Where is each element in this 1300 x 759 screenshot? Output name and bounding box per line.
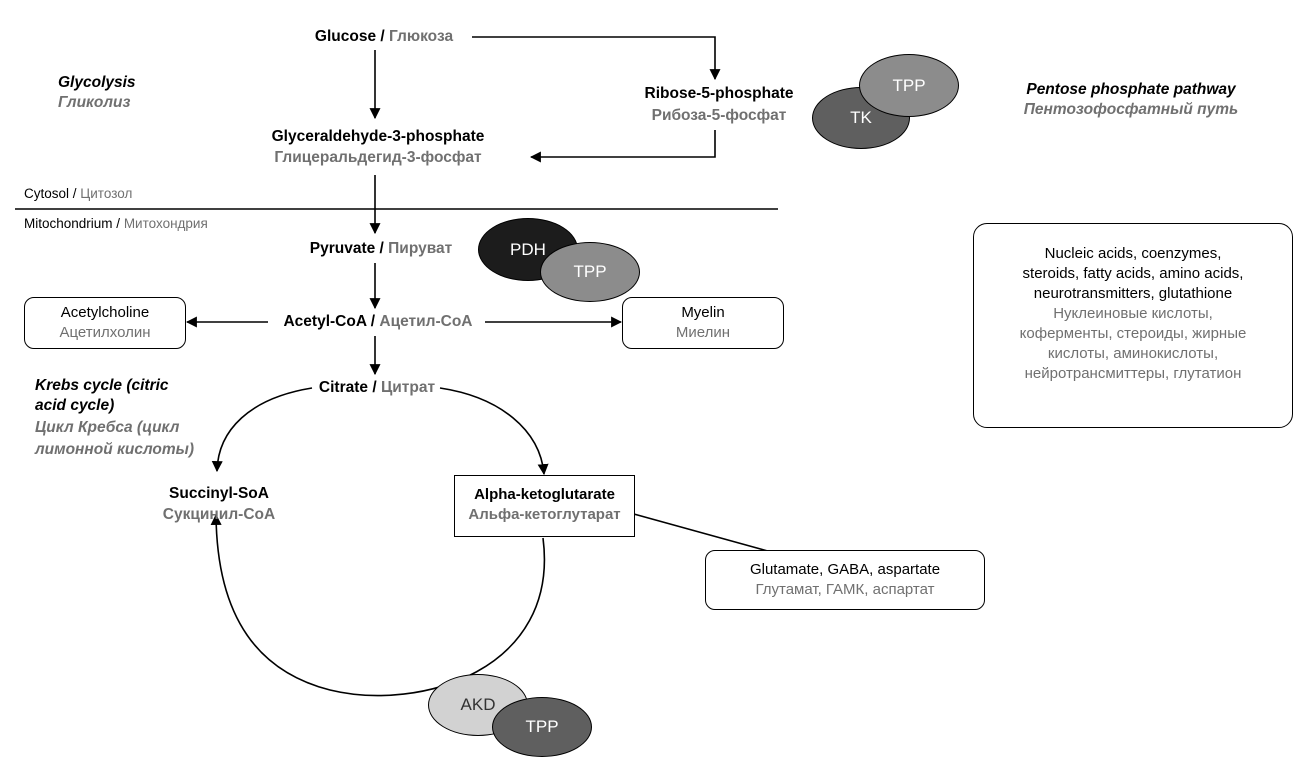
nucleic-ru-line: коферменты, стероиды, жирные [1019, 325, 1247, 342]
arrow-citrate-to-succinyl [211, 387, 313, 473]
arrow-akg-to-succinyl [210, 513, 546, 697]
nucleic-ru-line: кислоты, аминокислоты, [1047, 345, 1219, 362]
glucose-node: Glucose / Глюкоза [314, 28, 454, 45]
arrow-citrate-to-akg [439, 387, 549, 476]
krebs-label-en-2: acid cycle) [35, 397, 115, 414]
nucleic-en-line: steroids, fatty acids, amino acids, [1022, 265, 1244, 282]
tk-enzyme: TK [812, 87, 910, 149]
nucleic-en-line: neurotransmitters, glutathione [1033, 285, 1233, 302]
mitochondrium-label: Mitochondrium / Митохондрия [24, 216, 208, 231]
arrow-glucose-to-ribose [472, 36, 721, 81]
g3p-node-ru: Глицеральдегид-3-фосфат [274, 149, 482, 166]
tpp-cofactor-pdh: TPP [540, 242, 640, 302]
succinyl-node-en: Succinyl-SoA [169, 485, 269, 502]
nucleic-acids-box: Nucleic acids, coenzymes, steroids, fatt… [973, 223, 1293, 428]
g3p-node-en: Glyceraldehyde-3-phosphate [271, 128, 485, 145]
arrow-ribose-to-g3p [529, 130, 716, 163]
cytosol-label: Cytosol / Цитозол [24, 186, 133, 201]
ribose-node-ru: Рибоза-5-фосфат [651, 107, 787, 124]
acetylcholine-box: Acetylcholine Ацетилхолин [24, 297, 186, 349]
ppp-label-en: Pentose phosphate pathway [1026, 81, 1236, 98]
krebs-label-en-1: Krebs cycle (citric [35, 377, 169, 394]
tpp-cofactor-akd: TPP [492, 697, 592, 757]
krebs-label-ru-1: Цикл Кребса (цикл [35, 419, 180, 436]
acetylcoa-node: Acetyl-CoA / Ацетил-CoA [283, 313, 473, 330]
pyruvate-node: Pyruvate / Пируват [309, 240, 453, 257]
glutamate-box: Glutamate, GABA, aspartate Глутамат, ГАМ… [705, 550, 985, 610]
citrate-node: Citrate / Цитрат [318, 379, 436, 396]
myelin-box: Myelin Миелин [622, 297, 784, 349]
nucleic-ru-line: нейротрансмиттеры, глутатион [1024, 365, 1242, 382]
ribose-node-en: Ribose-5-phosphate [644, 85, 794, 102]
succinyl-node-ru: Сукцинил-CoA [162, 506, 276, 523]
nucleic-en-line: Nucleic acids, coenzymes, [1044, 245, 1222, 262]
krebs-label-ru-2: лимонной кислоты) [35, 441, 195, 458]
akg-box: Alpha-ketoglutarate Альфа-кетоглутарат [454, 475, 635, 537]
tpp-cofactor-ppp: TPP [859, 54, 959, 117]
ppp-label-ru: Пентозофосфатный путь [1023, 101, 1239, 118]
glycolysis-label-ru: Гликолиз [58, 94, 131, 111]
nucleic-ru-line: Нуклеиновые кислоты, [1053, 305, 1213, 322]
glycolysis-label-en: Glycolysis [58, 74, 136, 91]
